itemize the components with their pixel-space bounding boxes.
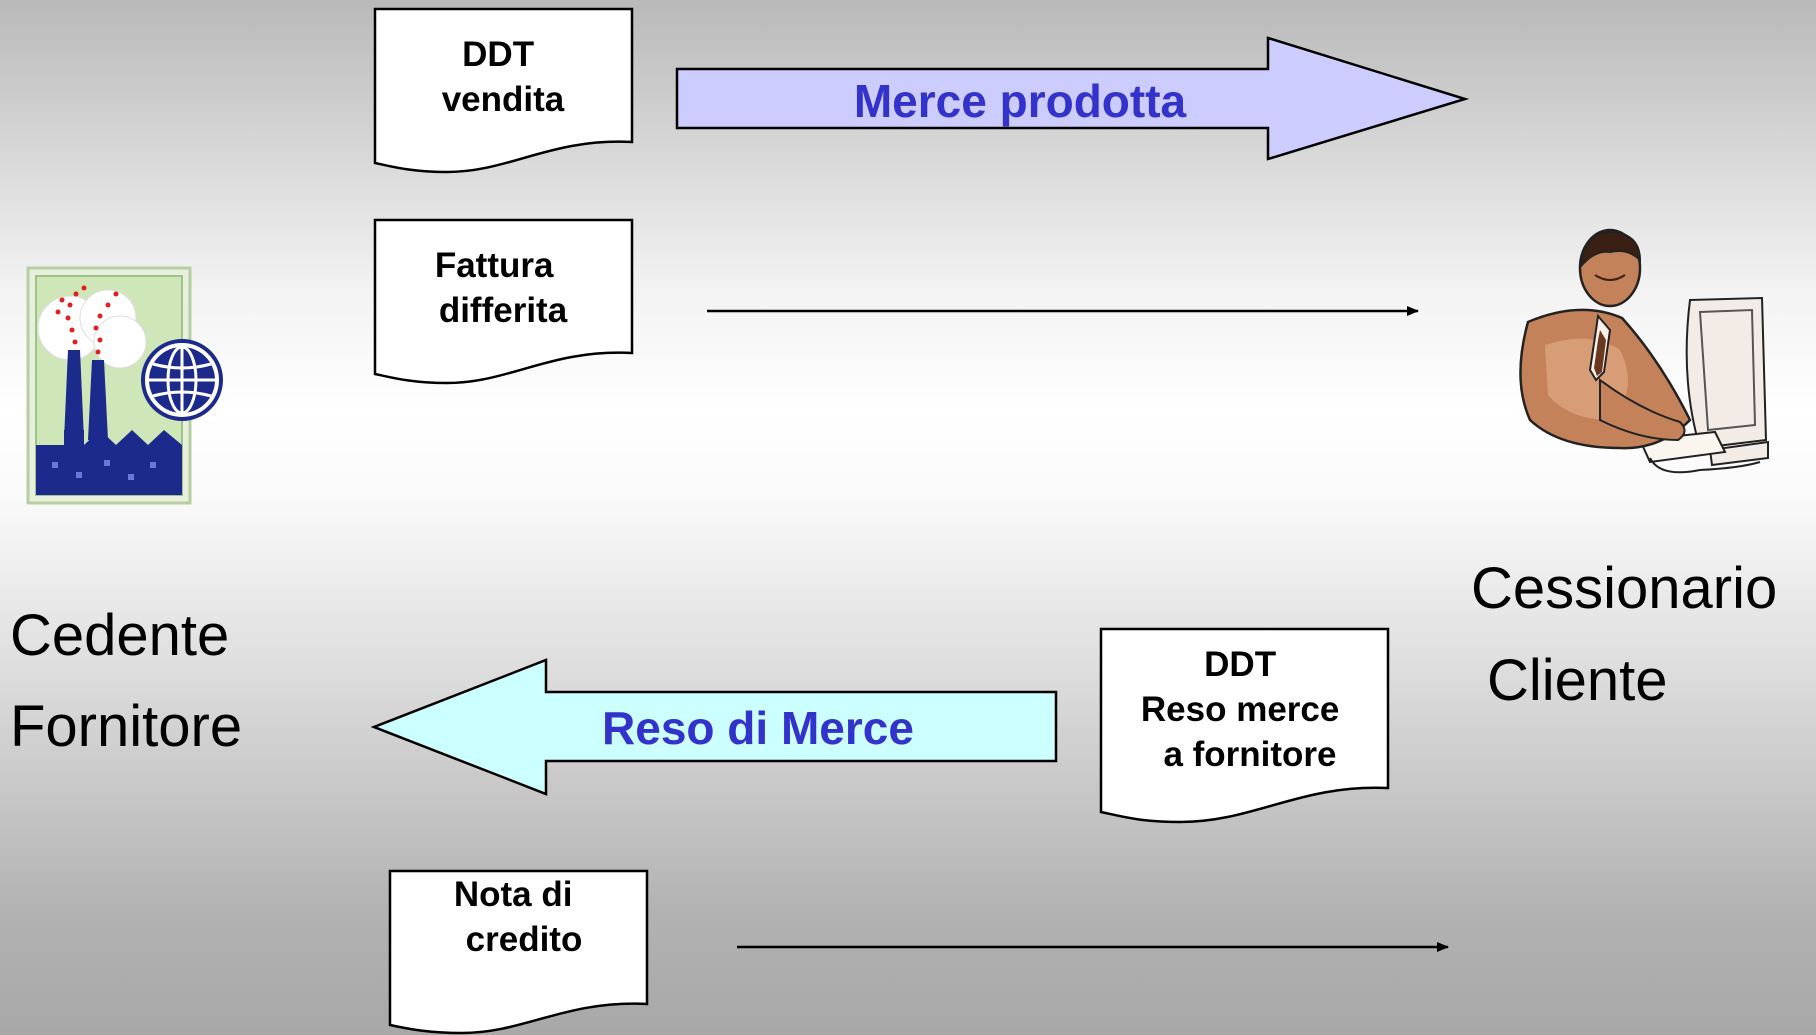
document-ddt-vendita: DDT vendita — [373, 7, 634, 174]
block-arrow-right — [675, 36, 1470, 161]
document-title: Nota di credito — [454, 875, 583, 959]
document-title: DDT vendita — [442, 35, 565, 119]
document-title: DDT Reso merce a fornitore — [1141, 645, 1349, 774]
document-nota-credito: Nota di credito — [388, 869, 649, 1035]
party-cessionario: Cessionario Cliente — [1471, 556, 1793, 713]
document-ddt-reso: DDT Reso merce a fornitore — [1099, 627, 1390, 824]
document-shape — [1099, 627, 1390, 824]
document-fattura-differita: Fattura differita — [373, 218, 634, 385]
person-at-computer-icon — [1519, 228, 1769, 474]
block-arrow-left — [370, 658, 1058, 796]
document-shape — [388, 869, 649, 1035]
factory-globe-icon — [26, 266, 223, 505]
document-shape — [373, 7, 634, 174]
document-shape — [373, 218, 634, 385]
flow-reso-merce: Reso di Merce — [370, 658, 1058, 796]
flow-merce-prodotta: Merce prodotta — [675, 36, 1470, 161]
document-title: Fattura differita — [435, 246, 568, 330]
party-cedente: Cedente Fornitore — [10, 603, 245, 759]
flow-label: Merce prodotta — [854, 75, 1187, 127]
flow-label: Reso di Merce — [602, 702, 914, 754]
